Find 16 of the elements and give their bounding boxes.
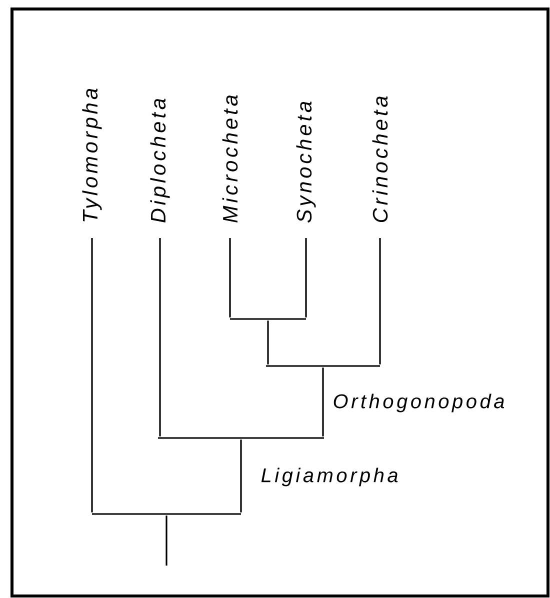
branch-line [322, 368, 324, 436]
branch-line [229, 238, 231, 318]
branch-line [166, 516, 168, 566]
branch-line [91, 238, 93, 512]
taxon-label: Tylomorpha [82, 88, 102, 222]
branch-line [267, 320, 269, 364]
clade-label: Orthogonopoda [330, 392, 507, 414]
branch-line [159, 238, 161, 436]
taxon-label: Microcheta [222, 95, 238, 223]
taxon-label: Diplocheta [150, 98, 170, 223]
branch-line [379, 238, 381, 364]
taxon-label: Crinocheta [372, 96, 388, 222]
taxon-label: Synocheta [296, 102, 316, 223]
branch-line [305, 238, 307, 318]
branch-line [240, 440, 242, 512]
clade-label: Ligiamorpha [258, 466, 400, 488]
